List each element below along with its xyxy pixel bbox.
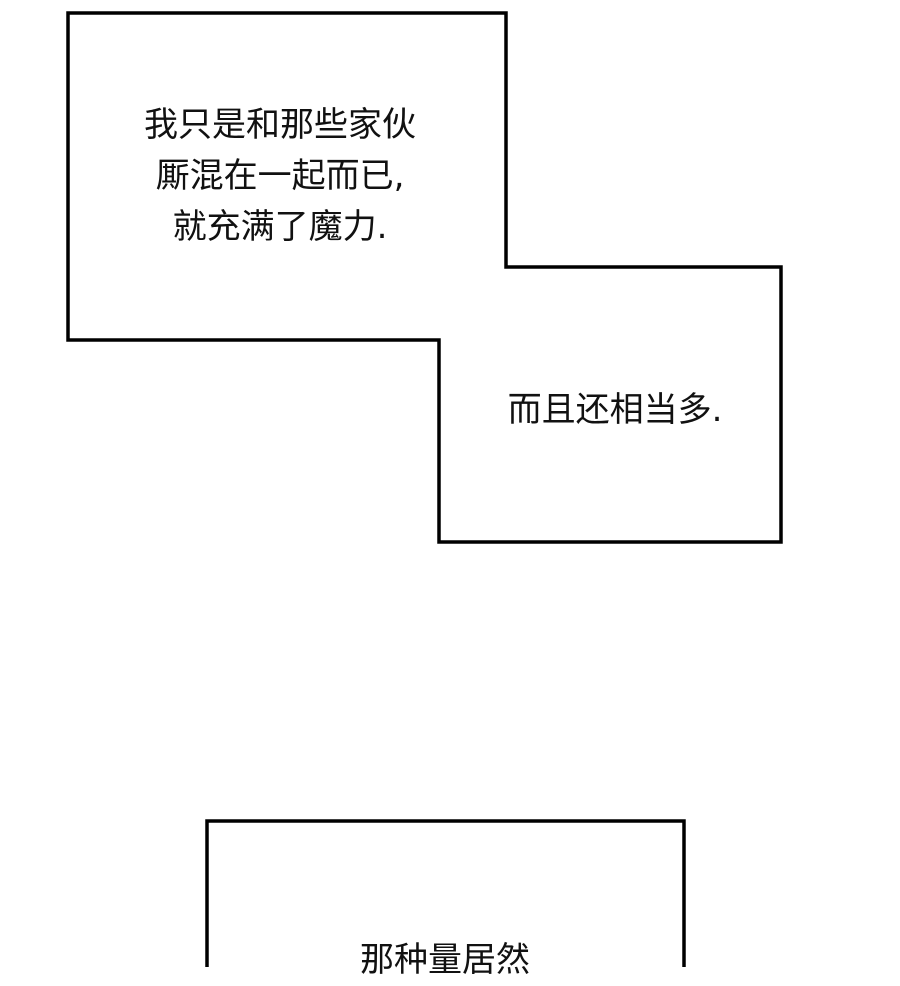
speech-text-1: 我只是和那些家伙 厮混在一起而已, 就充满了魔力.: [100, 100, 460, 253]
speech-line: 厮混在一起而已,: [155, 156, 405, 196]
speech-line: 就充满了魔力.: [172, 207, 388, 247]
speech-box-2: [205, 819, 686, 967]
speech-box-1: [66, 11, 783, 544]
speech-text-3: 那种量居然: [360, 940, 530, 980]
speech-line: 我只是和那些家伙: [144, 105, 416, 145]
speech-text-2: 而且还相当多.: [507, 390, 723, 430]
